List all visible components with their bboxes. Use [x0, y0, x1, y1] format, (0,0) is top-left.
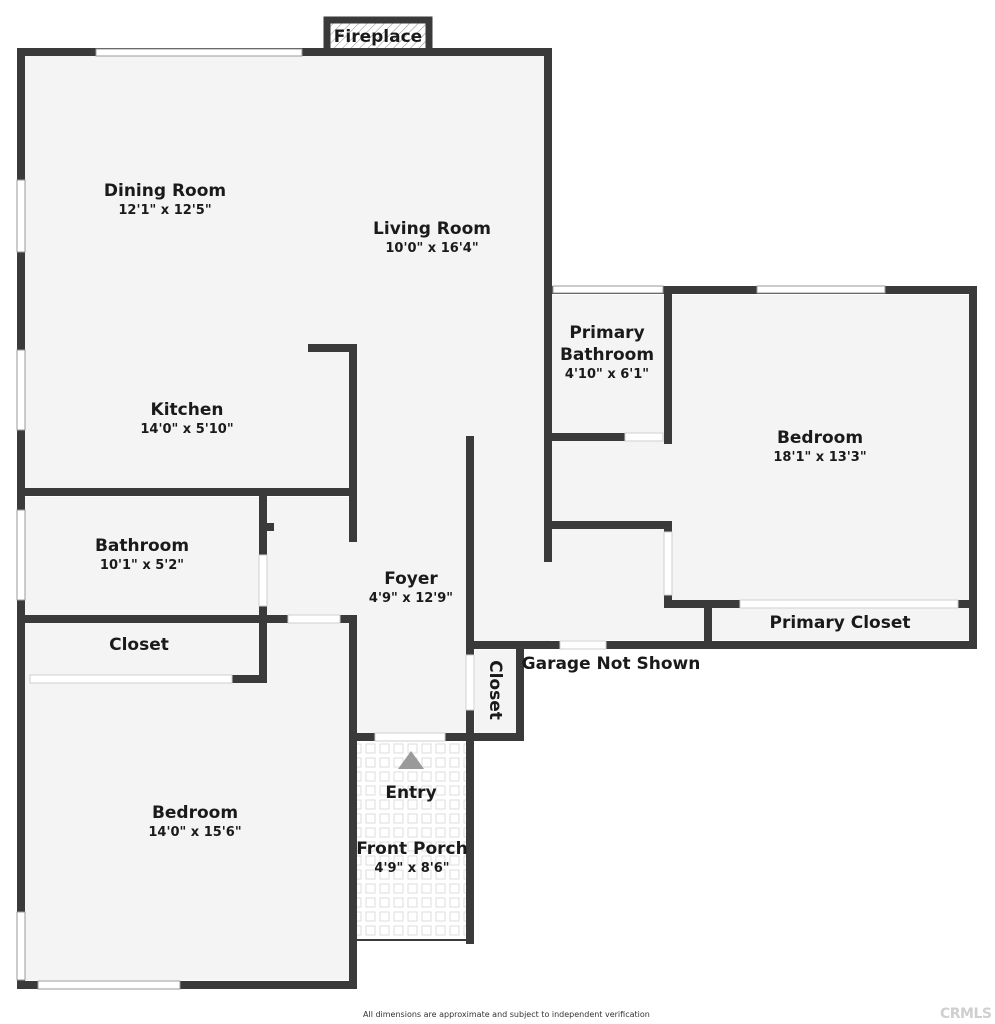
- room-dimensions: 12'1" x 12'5": [118, 203, 212, 218]
- room-dimensions: 4'10" x 6'1": [564, 367, 650, 382]
- garage-note: Garage Not Shown: [521, 654, 701, 674]
- footer-disclaimer: All dimensions are approximate and subje…: [363, 1010, 650, 1019]
- room-name: Entry: [385, 783, 437, 803]
- room-name: Primary Closet: [769, 613, 911, 633]
- room-living: Living Room 10'0" x 16'4": [373, 218, 491, 258]
- door-openings: [29, 432, 959, 742]
- room-name: Closet: [485, 660, 505, 720]
- front-porch-floor: [357, 742, 467, 938]
- room-name: Bedroom: [776, 428, 864, 448]
- room-dimensions: 10'1" x 5'2": [99, 558, 185, 573]
- room-primary-bathroom: Primary Bathroom 4'10" x 6'1": [560, 322, 654, 384]
- fireplace-label: Fireplace: [333, 27, 423, 47]
- room-dimensions: 4'9" x 12'9": [368, 591, 454, 606]
- entry-label: Entry: [385, 782, 436, 804]
- room-name: Foyer: [384, 569, 438, 589]
- entry-arrow-icon: [398, 751, 424, 769]
- room-dimensions: 18'1" x 13'3": [773, 450, 867, 465]
- room-name: Closet: [109, 635, 169, 655]
- room-name: Kitchen: [150, 400, 224, 420]
- room-name: Front Porch: [356, 839, 468, 859]
- room-dimensions: 10'0" x 16'4": [385, 241, 479, 256]
- room-dimensions: 4'9" x 8'6": [374, 861, 450, 876]
- room-dimensions: 14'0" x 15'6": [148, 825, 242, 840]
- room-bedroom: Bedroom 14'0" x 15'6": [148, 802, 241, 842]
- room-name: Dining Room: [103, 181, 227, 201]
- room-kitchen: Kitchen 14'0" x 5'10": [140, 399, 233, 439]
- room-closet: Closet: [109, 634, 169, 656]
- room-closet-vertical: Closet: [484, 660, 506, 720]
- room-bathroom: Bathroom 10'1" x 5'2": [95, 535, 189, 575]
- room-name: Bathroom: [94, 536, 190, 556]
- room-dimensions: 14'0" x 5'10": [140, 422, 234, 437]
- room-name: Bedroom: [151, 803, 239, 823]
- room-primary-bedroom: Bedroom 18'1" x 13'3": [773, 427, 866, 467]
- room-foyer: Foyer 4'9" x 12'9": [369, 568, 453, 608]
- room-name: Bathroom: [559, 345, 655, 365]
- windows: [16, 48, 886, 990]
- room-name: Living Room: [373, 219, 491, 239]
- room-name: Primary: [569, 323, 645, 343]
- crmls-watermark: CRMLS: [940, 1006, 992, 1022]
- room-dining: Dining Room 12'1" x 12'5": [104, 180, 226, 220]
- room-front-porch: Front Porch 4'9" x 8'6": [356, 838, 467, 878]
- room-primary-closet: Primary Closet: [770, 612, 911, 634]
